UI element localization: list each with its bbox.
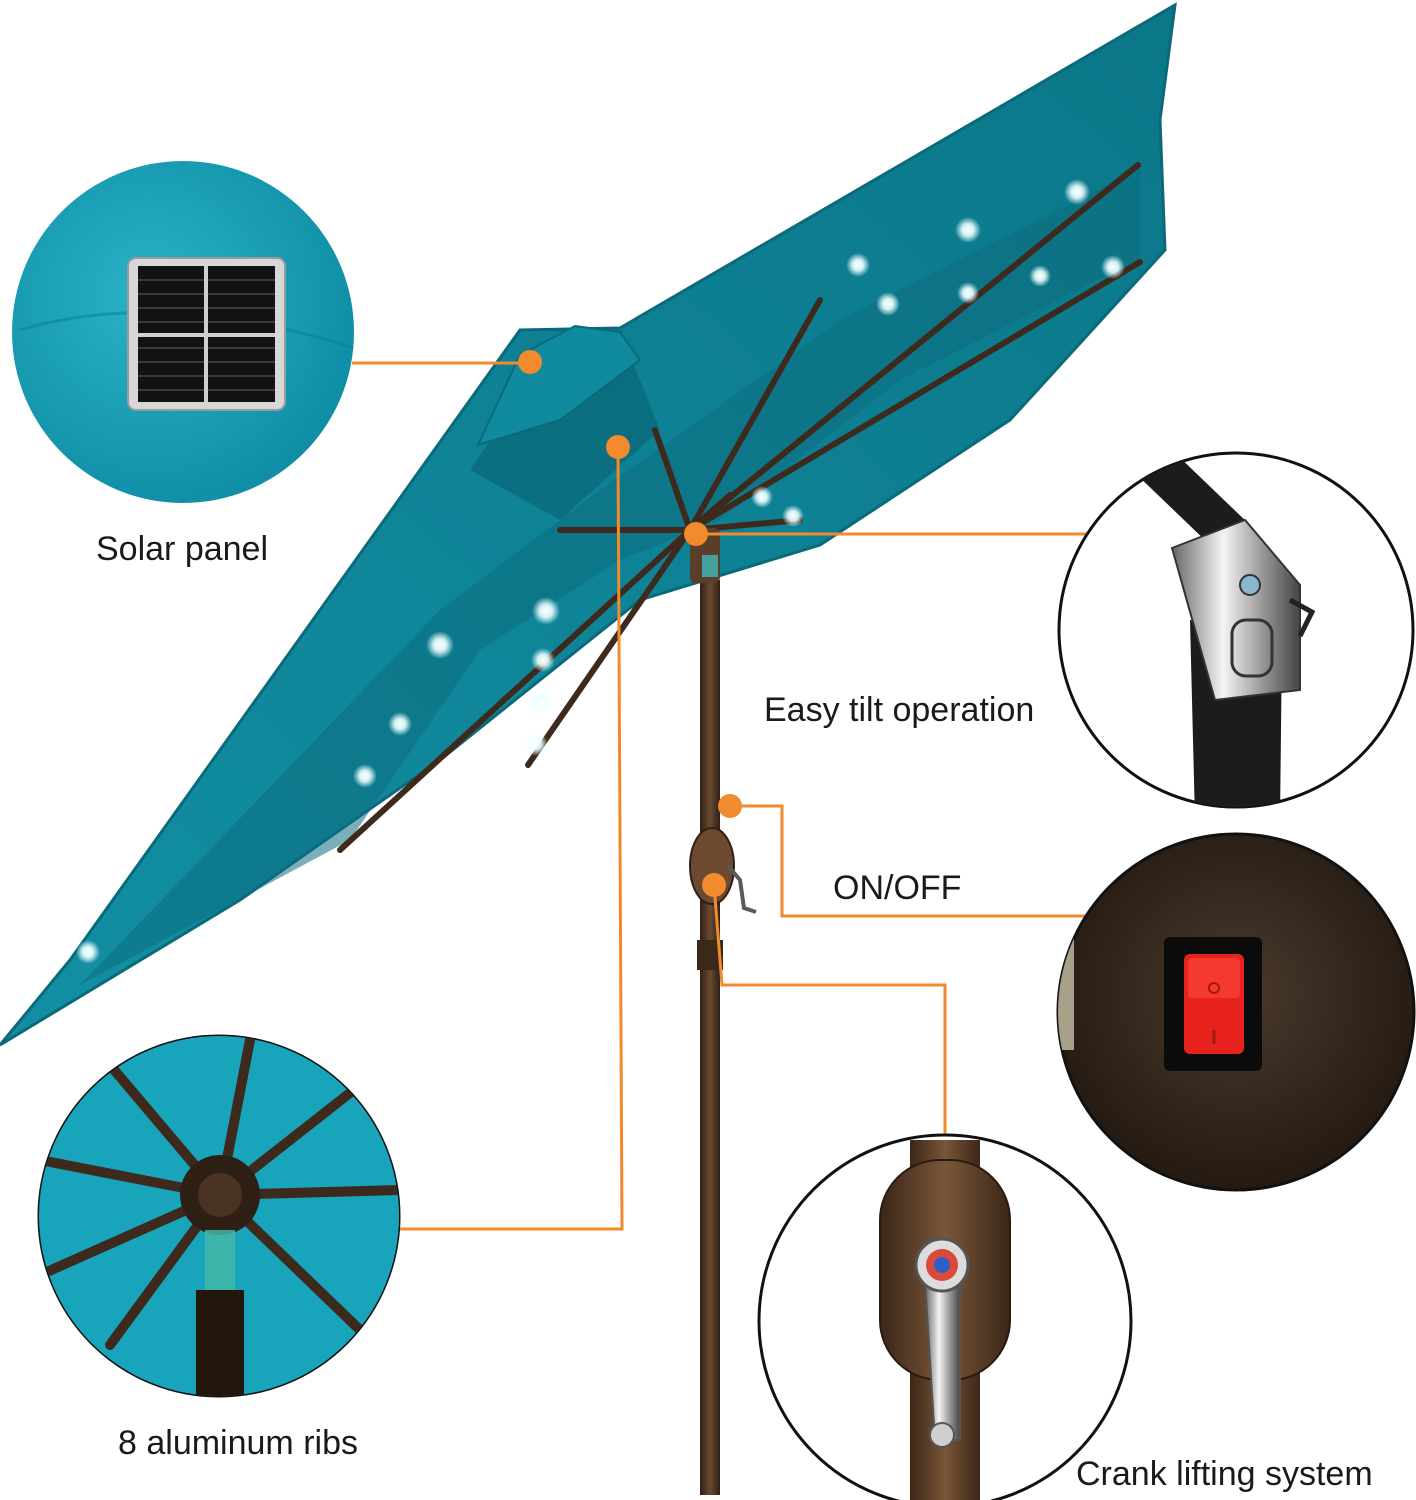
switch-inset — [1056, 832, 1416, 1192]
crank-inset — [757, 1133, 1133, 1500]
easy-tilt-label: Easy tilt operation — [764, 691, 1035, 729]
solar-panel-label: Solar panel — [96, 530, 269, 568]
tilt-inset — [1057, 451, 1415, 809]
solar-panel-inset — [12, 161, 354, 503]
led-lights — [76, 179, 1125, 964]
pole — [689, 528, 757, 1495]
callout-lines — [352, 361, 1092, 1231]
ribs — [337, 162, 1143, 853]
ribs-inset — [37, 1034, 401, 1398]
on-off-label: ON/OFF — [833, 869, 962, 907]
ribs-label: 8 aluminum ribs — [118, 1424, 358, 1462]
canopy — [0, 2, 1177, 1047]
callout-dots — [518, 350, 742, 897]
crank-label: Crank lifting system — [1076, 1455, 1373, 1493]
